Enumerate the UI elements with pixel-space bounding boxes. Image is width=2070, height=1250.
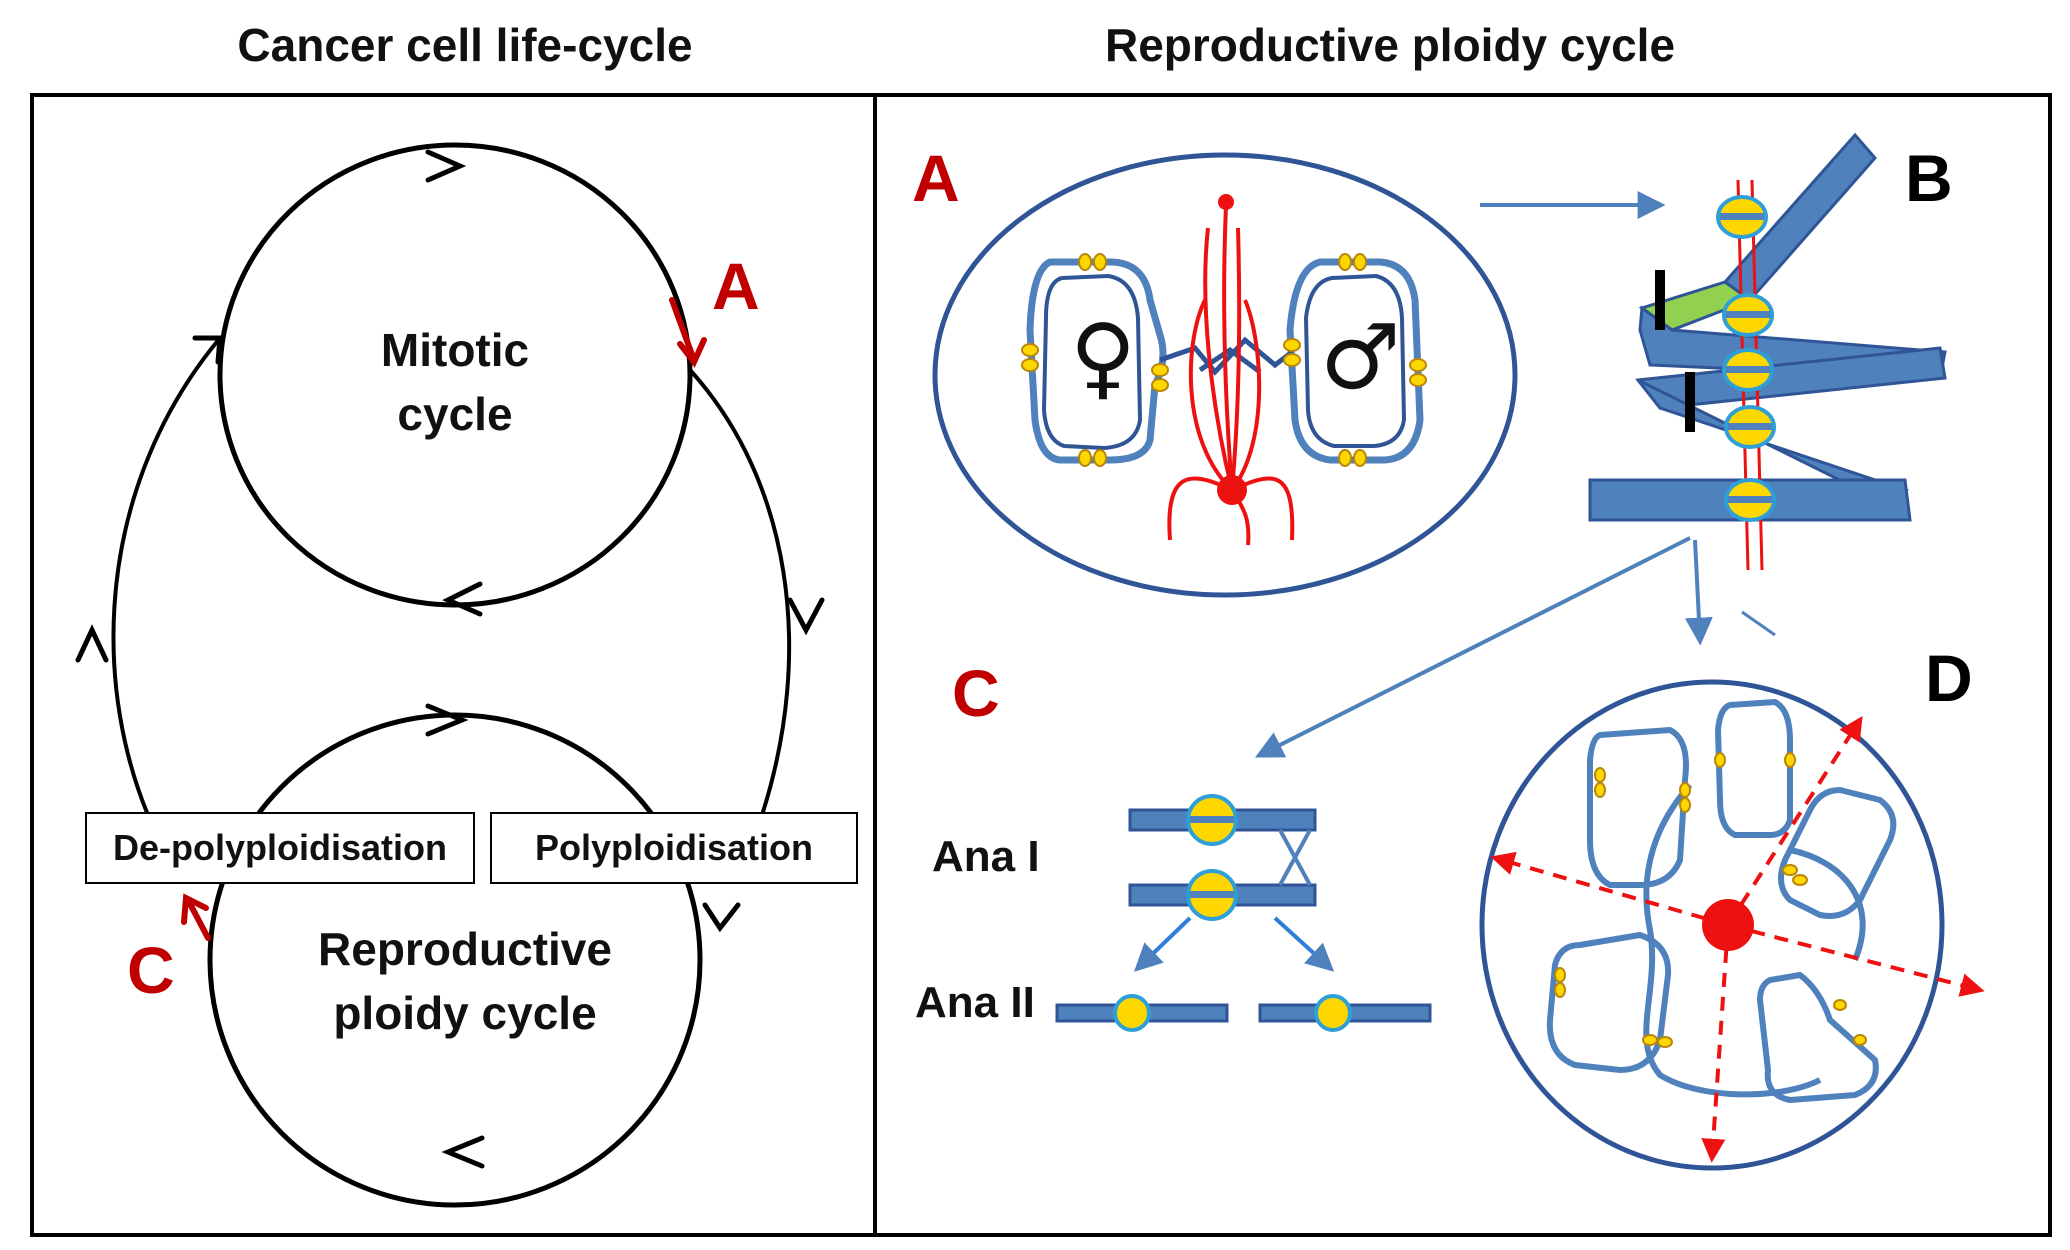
mitotic-cycle-label: Mitotic cycle xyxy=(381,318,529,446)
ana-ii-label: Ana II xyxy=(915,978,1035,1027)
centromeres-b xyxy=(1716,195,1776,522)
mitotic-line-1: Mitotic xyxy=(380,324,530,376)
male-pronucleus xyxy=(1286,258,1424,464)
folded-chromosome-b xyxy=(1588,132,1947,522)
right-panel-frame xyxy=(873,93,2052,1237)
ana-ii-chromosomes xyxy=(1055,994,1432,1032)
centromere-dots-a xyxy=(1021,253,1427,467)
depolyploidisation-label: De-polyploidisation xyxy=(85,812,475,884)
reproductive-line-2: ploidy cycle xyxy=(333,987,597,1039)
red-marker-arrows xyxy=(181,297,707,941)
cell-a-outline xyxy=(932,152,1518,598)
reproductive-cycle-label: Reproductive ploidy cycle xyxy=(318,917,612,1045)
multipolar-spindle xyxy=(1490,715,1985,1163)
crossover-marks xyxy=(1655,270,1695,432)
reproductive-line-1: Reproductive xyxy=(318,923,612,975)
centrosome-a-upper xyxy=(1218,194,1234,210)
cell-d-nuclei xyxy=(1546,699,1897,1103)
label-d: D xyxy=(1925,641,1973,715)
arrow-ana-right xyxy=(1273,916,1335,972)
centrosome-a-lower xyxy=(1217,475,1247,505)
female-symbol: ♀ xyxy=(1070,305,1136,410)
polyploidisation-path xyxy=(688,368,792,816)
arrow-ana-left xyxy=(1133,916,1192,972)
right-panel-title: Reproductive ploidy cycle xyxy=(1104,19,1676,71)
centromere-dots-d xyxy=(1554,752,1867,1048)
arrow-b-to-d xyxy=(1684,539,1713,646)
ana-i-crossover xyxy=(1278,829,1312,886)
depolyploidisation-path xyxy=(111,336,222,861)
marker-a-left: A xyxy=(712,249,760,323)
mitotic-line-2: cycle xyxy=(397,388,513,440)
cycle-arrowheads xyxy=(75,149,825,1169)
label-a: A xyxy=(912,141,960,215)
female-pronucleus xyxy=(1026,258,1167,464)
polyploidisation-label: Polyploidisation xyxy=(490,812,858,884)
marker-c-left: C xyxy=(127,933,175,1007)
arrow-b-stub xyxy=(1741,610,1776,637)
cell-d-outline xyxy=(1479,679,1945,1171)
male-symbol: ♂ xyxy=(1320,305,1401,410)
ana-i-label: Ana I xyxy=(932,832,1040,881)
ana-i-centromeres xyxy=(1186,794,1238,921)
label-c: C xyxy=(952,656,1000,730)
cycle-diagram xyxy=(111,142,792,1208)
arrow-b-to-c xyxy=(1255,536,1691,758)
left-panel-title: Cancer cell life-cycle xyxy=(237,19,693,71)
label-b: B xyxy=(1905,141,1953,215)
centrosome-d xyxy=(1702,899,1754,951)
